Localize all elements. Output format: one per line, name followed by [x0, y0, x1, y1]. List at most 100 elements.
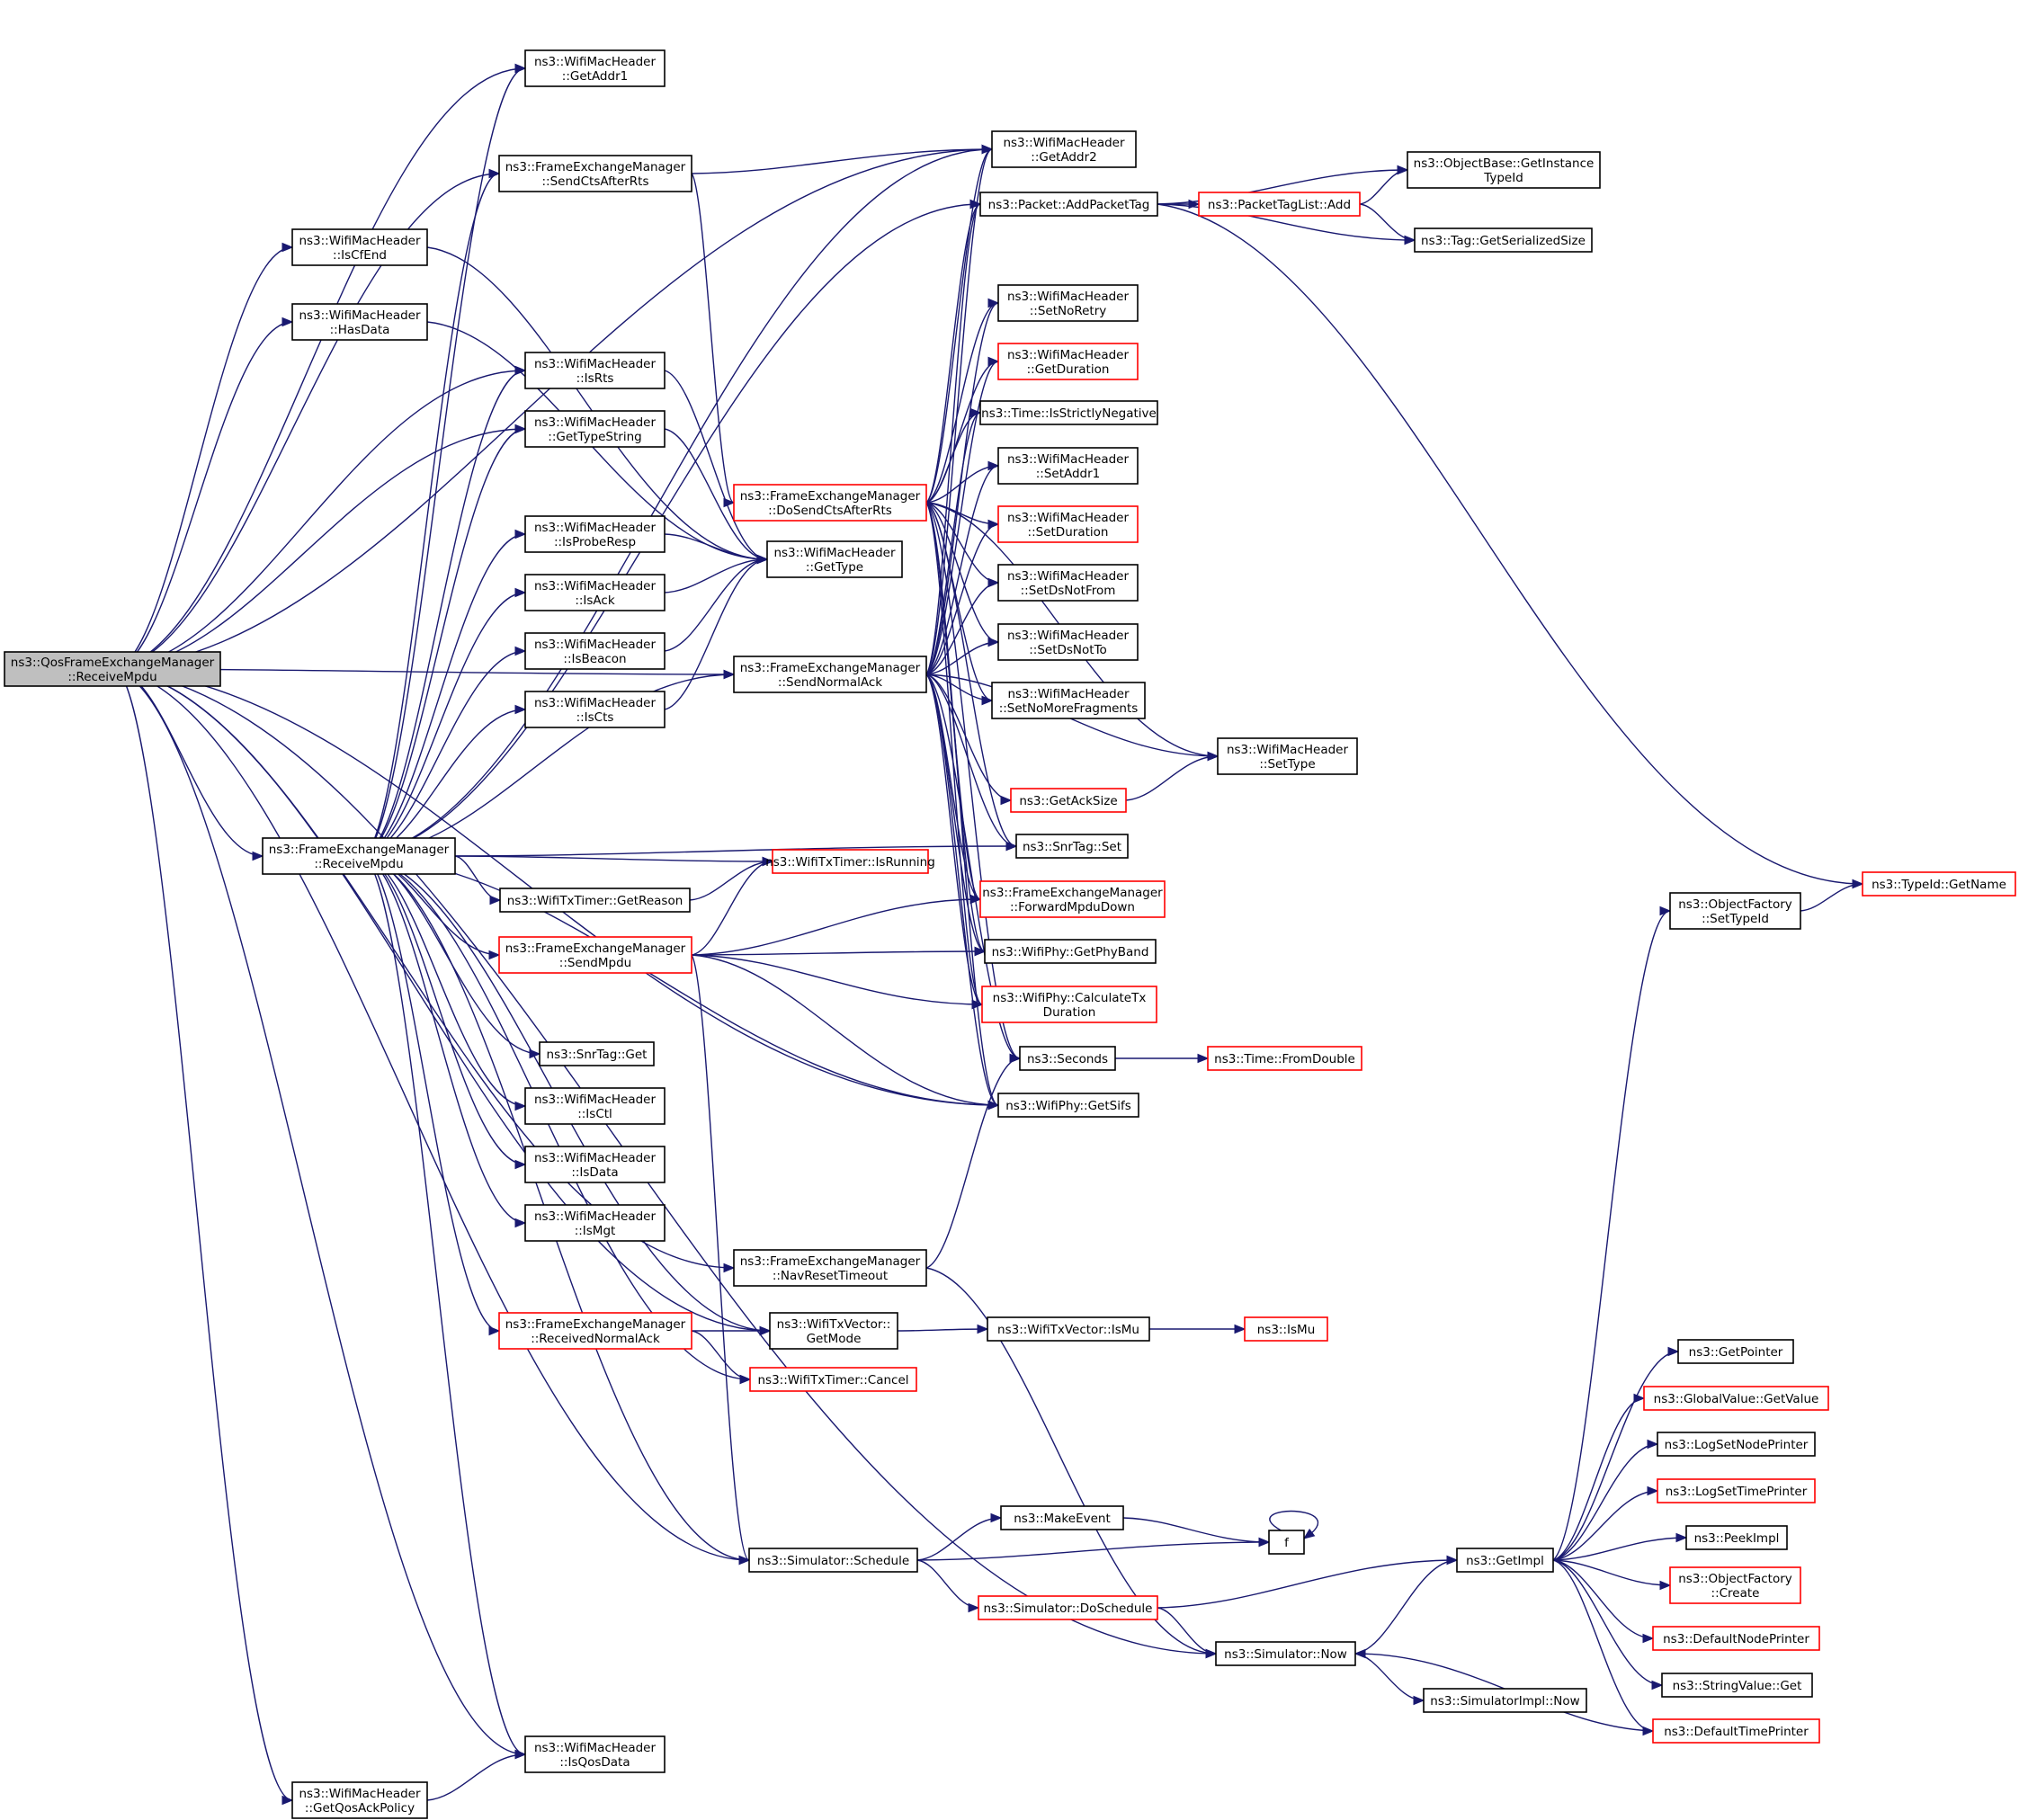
node-sendCtsAfterRts[interactable]: ns3::FrameExchangeManager::SendCtsAfterR… [498, 155, 692, 192]
node-doSendCts[interactable]: ns3::FrameExchangeManager::DoSendCtsAfte… [733, 484, 927, 522]
node-doSchedule[interactable]: ns3::Simulator::DoSchedule [978, 1595, 1158, 1620]
node-typeIdGetName[interactable]: ns3::TypeId::GetName [1862, 871, 2016, 897]
node-simNow[interactable]: ns3::Simulator::Now [1215, 1641, 1356, 1666]
node-setType[interactable]: ns3::WifiMacHeader::SetType [1217, 737, 1358, 775]
node-label-isCtl-line1: ::IsCtl [577, 1107, 612, 1121]
node-isAck[interactable]: ns3::WifiMacHeader::IsAck [524, 574, 666, 611]
node-isMgt[interactable]: ns3::WifiMacHeader::IsMgt [524, 1204, 666, 1242]
node-isData[interactable]: ns3::WifiMacHeader::IsData [524, 1146, 666, 1183]
node-getImpl[interactable]: ns3::GetImpl [1456, 1548, 1554, 1573]
edge-getImpl-to-globalGetValue [1552, 1397, 1645, 1561]
node-fem_receiveMpdu[interactable]: ns3::FrameExchangeManager::ReceiveMpdu [262, 837, 456, 875]
node-forwardMpduDown[interactable]: ns3::FrameExchangeManager::ForwardMpduDo… [979, 880, 1166, 918]
node-label-isCts-line0: ns3::WifiMacHeader [534, 696, 657, 710]
edge-sendNormalAck-to-getSifs [925, 674, 999, 1106]
node-sendMpdu[interactable]: ns3::FrameExchangeManager::SendMpdu [498, 936, 692, 974]
node-isRts[interactable]: ns3::WifiMacHeader::IsRts [524, 352, 666, 389]
node-hasData[interactable]: ns3::WifiMacHeader::HasData [291, 303, 428, 341]
node-root[interactable]: ns3::QosFrameExchangeManager::ReceiveMpd… [4, 651, 221, 687]
node-setAddr1[interactable]: ns3::WifiMacHeader::SetAddr1 [997, 447, 1139, 485]
node-getAddr1[interactable]: ns3::WifiMacHeader::GetAddr1 [524, 49, 666, 87]
node-logSetTimePrinter[interactable]: ns3::LogSetTimePrinter [1657, 1478, 1816, 1503]
node-snrTagGet[interactable]: ns3::SnrTag::Get [539, 1041, 655, 1066]
node-box-setDsNotFrom [997, 564, 1139, 602]
node-getPointer[interactable]: ns3::GetPointer [1677, 1339, 1794, 1364]
node-getMode[interactable]: ns3::WifiTxVector::GetMode [769, 1312, 898, 1350]
node-logSetNodePrinter[interactable]: ns3::LogSetNodePrinter [1657, 1432, 1816, 1457]
node-box-root [4, 651, 221, 687]
node-receivedNormalAck[interactable]: ns3::FrameExchangeManager::ReceivedNorma… [498, 1312, 692, 1350]
node-label-getAddr2-line1: ::GetAddr2 [1031, 150, 1096, 165]
node-getType[interactable]: ns3::WifiMacHeader::GetType [766, 540, 903, 578]
node-setDsNotFrom[interactable]: ns3::WifiMacHeader::SetDsNotFrom [997, 564, 1139, 602]
node-isBeacon[interactable]: ns3::WifiMacHeader::IsBeacon [524, 632, 666, 670]
node-cancel[interactable]: ns3::WifiTxTimer::Cancel [749, 1367, 917, 1392]
node-getTypeString[interactable]: ns3::WifiMacHeader::GetTypeString [524, 410, 666, 448]
node-fromDouble[interactable]: ns3::Time::FromDouble [1207, 1046, 1362, 1071]
node-isQosData[interactable]: ns3::WifiMacHeader::IsQosData [524, 1735, 666, 1773]
node-getPhyBand[interactable]: ns3::WifiPhy::GetPhyBand [984, 939, 1157, 964]
node-box-defaultNodePrinter [1652, 1626, 1820, 1651]
node-box-forwardMpduDown [979, 880, 1166, 918]
node-objFactoryCreate[interactable]: ns3::ObjectFactory::Create [1669, 1566, 1801, 1604]
node-isCts[interactable]: ns3::WifiMacHeader::IsCts [524, 691, 666, 728]
node-isMu[interactable]: ns3::IsMu [1244, 1316, 1328, 1342]
node-setDuration[interactable]: ns3::WifiMacHeader::SetDuration [997, 505, 1139, 543]
node-setNoRetry[interactable]: ns3::WifiMacHeader::SetNoRetry [997, 284, 1139, 322]
node-label-forwardMpduDown-line0: ns3::FrameExchangeManager [982, 886, 1163, 900]
node-box-globalGetValue [1643, 1386, 1829, 1411]
node-getAckSize[interactable]: ns3::GetAckSize [1010, 788, 1127, 813]
node-stringValueGet[interactable]: ns3::StringValue::Get [1661, 1673, 1813, 1698]
node-snrTagSet[interactable]: ns3::SnrTag::Set [1015, 834, 1129, 859]
edge-getAckSize-to-setType [1125, 755, 1219, 801]
node-isRunning[interactable]: ns3::WifiTxTimer::IsRunning [765, 849, 935, 874]
node-box-setNoRetry [997, 284, 1139, 322]
node-box-isMgt [524, 1204, 666, 1242]
node-box-calcTxDuration [981, 986, 1157, 1023]
node-label-getQosAckPolicy-line0: ns3::WifiMacHeader [299, 1787, 421, 1801]
node-getDuration[interactable]: ns3::WifiMacHeader::GetDuration [997, 343, 1139, 380]
node-label-isCfEnd-line1: ::IsCfEnd [333, 248, 387, 263]
edge-isCts-to-getType-arrow [756, 554, 769, 565]
node-label-setAddr1-line1: ::SetAddr1 [1036, 467, 1101, 481]
node-seconds[interactable]: ns3::Seconds [1019, 1046, 1116, 1071]
node-txVecIsMu[interactable]: ns3::WifiTxVector::IsMu [987, 1316, 1150, 1342]
node-getSifs[interactable]: ns3::WifiPhy::GetSifs [997, 1093, 1139, 1118]
node-simImplNow[interactable]: ns3::SimulatorImpl::Now [1423, 1688, 1587, 1713]
node-makeEvent[interactable]: ns3::MakeEvent [1000, 1505, 1124, 1530]
node-addPacketTag[interactable]: ns3::Packet::AddPacketTag [979, 192, 1158, 217]
edge-getImpl-to-objFactorySetTypeId-arrow [1659, 906, 1672, 916]
edge-sendMpdu-to-calcTxDuration-arrow [971, 999, 984, 1010]
edge-sendCtsAfterRts-to-getAddr2 [691, 148, 993, 174]
node-defaultTimePrinter[interactable]: ns3::DefaultTimePrinter [1652, 1718, 1820, 1744]
node-sendNormalAck[interactable]: ns3::FrameExchangeManager::SendNormalAck [733, 656, 927, 693]
node-label-getPointer-line0: ns3::GetPointer [1689, 1345, 1783, 1360]
node-schedule[interactable]: ns3::Simulator::Schedule [748, 1548, 918, 1573]
node-navReset[interactable]: ns3::FrameExchangeManager::NavResetTimeo… [733, 1249, 927, 1287]
node-getAddr2[interactable]: ns3::WifiMacHeader::GetAddr2 [991, 130, 1137, 168]
node-peekImpl[interactable]: ns3::PeekImpl [1685, 1525, 1788, 1550]
node-getQosAckPolicy[interactable]: ns3::WifiMacHeader::GetQosAckPolicy [291, 1781, 428, 1819]
node-label-setDsNotTo-line1: ::SetDsNotTo [1029, 643, 1107, 657]
node-isStrictlyNeg[interactable]: ns3::Time::IsStrictlyNegative [979, 400, 1158, 425]
node-setDsNotTo[interactable]: ns3::WifiMacHeader::SetDsNotTo [997, 623, 1139, 661]
node-box-cancel [749, 1367, 917, 1392]
node-getReason[interactable]: ns3::WifiTxTimer::GetReason [499, 888, 691, 913]
node-isCfEnd[interactable]: ns3::WifiMacHeader::IsCfEnd [291, 228, 428, 266]
edge-doSendCts-to-seconds [925, 502, 1021, 1059]
node-defaultNodePrinter[interactable]: ns3::DefaultNodePrinter [1652, 1626, 1820, 1651]
node-objFactorySetTypeId[interactable]: ns3::ObjectFactory::SetTypeId [1669, 892, 1801, 930]
node-setNoMoreFrag[interactable]: ns3::WifiMacHeader::SetNoMoreFragments [991, 682, 1146, 719]
node-label-getQosAckPolicy-line1: ::GetQosAckPolicy [305, 1801, 415, 1816]
node-isCtl[interactable]: ns3::WifiMacHeader::IsCtl [524, 1087, 666, 1125]
node-globalGetValue[interactable]: ns3::GlobalValue::GetValue [1643, 1386, 1829, 1411]
node-f[interactable]: f [1268, 1530, 1305, 1555]
node-packetTagListAdd[interactable]: ns3::PacketTagList::Add [1198, 192, 1361, 217]
node-label-getSerializedSize-line0: ns3::Tag::GetSerializedSize [1421, 234, 1586, 248]
node-isProbeResp[interactable]: ns3::WifiMacHeader::IsProbeResp [524, 515, 666, 553]
node-getSerializedSize[interactable]: ns3::Tag::GetSerializedSize [1414, 228, 1593, 253]
edge-isCts-to-getType [664, 558, 768, 710]
edge-navReset-to-seconds [925, 1057, 1021, 1269]
